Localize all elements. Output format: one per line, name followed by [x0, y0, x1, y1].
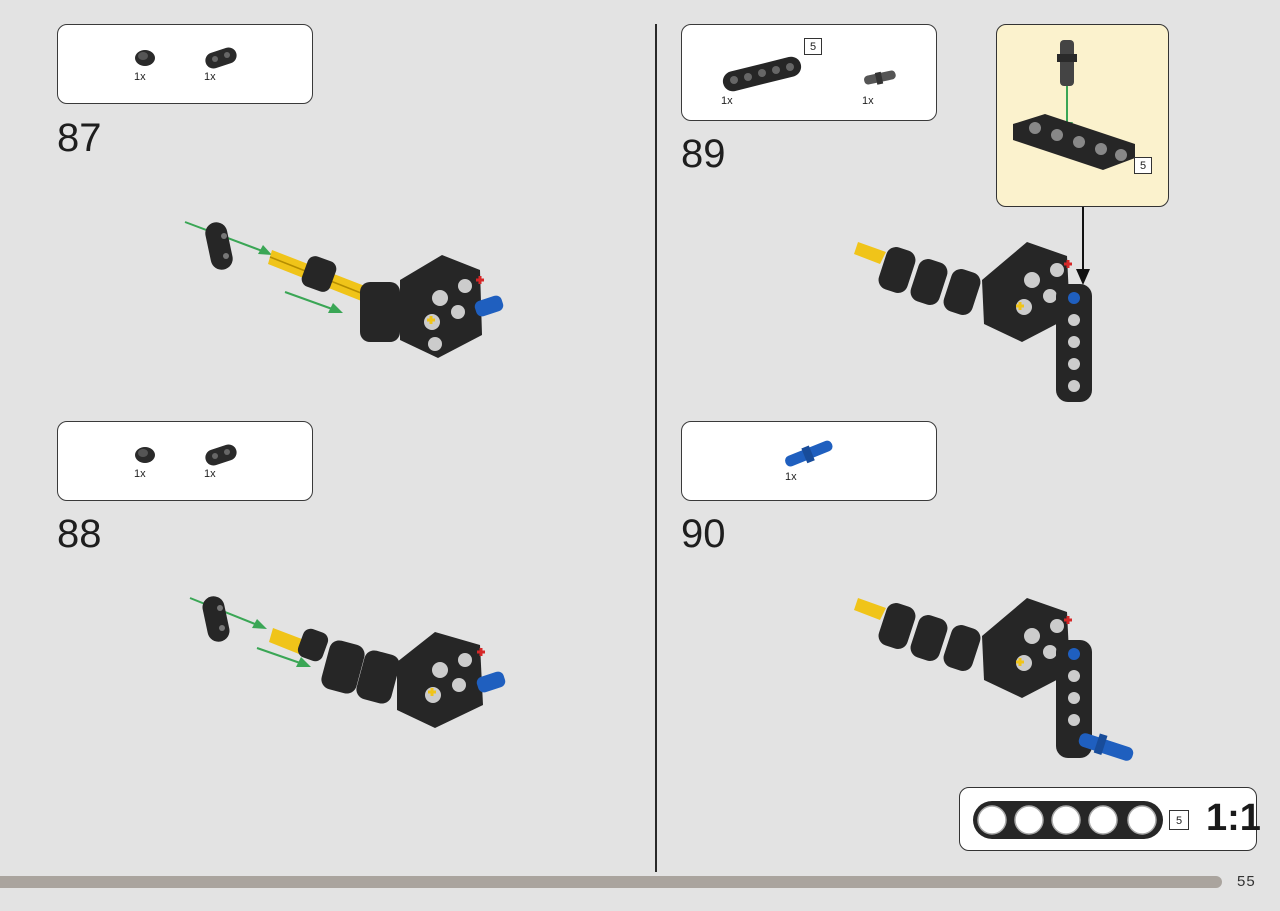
blue-pin-part-icon	[785, 440, 833, 467]
sub-assembly-callout	[996, 24, 1169, 207]
page-number: 55	[1237, 873, 1256, 890]
beam-part-icon	[722, 56, 802, 92]
part-qty: 1x	[134, 468, 146, 480]
part-qty: 1x	[204, 71, 216, 83]
assembly-illustration-step-87	[184, 221, 504, 358]
page-divider	[655, 24, 657, 872]
part-qty: 1x	[721, 95, 733, 107]
beam-scale-icon	[973, 801, 1163, 839]
length-badge: 5	[1134, 157, 1152, 174]
parts-box-step-88	[57, 421, 313, 501]
bushing-part-icon	[135, 447, 155, 463]
callout-illustration	[1013, 40, 1135, 170]
parts-box-step-87	[57, 24, 313, 104]
assembly-illustration-step-90	[854, 598, 1134, 761]
step-number: 90	[681, 512, 726, 556]
connector-part-icon	[205, 47, 237, 69]
step-number: 87	[57, 116, 102, 160]
assembly-illustration-step-89	[854, 242, 1092, 402]
part-qty: 1x	[134, 71, 146, 83]
part-qty: 1x	[204, 468, 216, 480]
connector-part-icon	[205, 444, 237, 466]
part-qty: 1x	[862, 95, 874, 107]
arrow-down-icon	[1076, 207, 1090, 285]
pin-part-icon	[864, 70, 896, 85]
bottom-bar	[0, 876, 1222, 888]
length-badge: 5	[1169, 810, 1189, 830]
scale-ratio: 1:1	[1206, 797, 1261, 839]
part-qty: 1x	[785, 471, 797, 483]
step-number: 89	[681, 132, 726, 176]
step-number: 88	[57, 512, 102, 556]
length-badge: 5	[804, 38, 822, 55]
assembly-illustration-step-88	[189, 596, 506, 728]
bushing-part-icon	[135, 50, 155, 66]
